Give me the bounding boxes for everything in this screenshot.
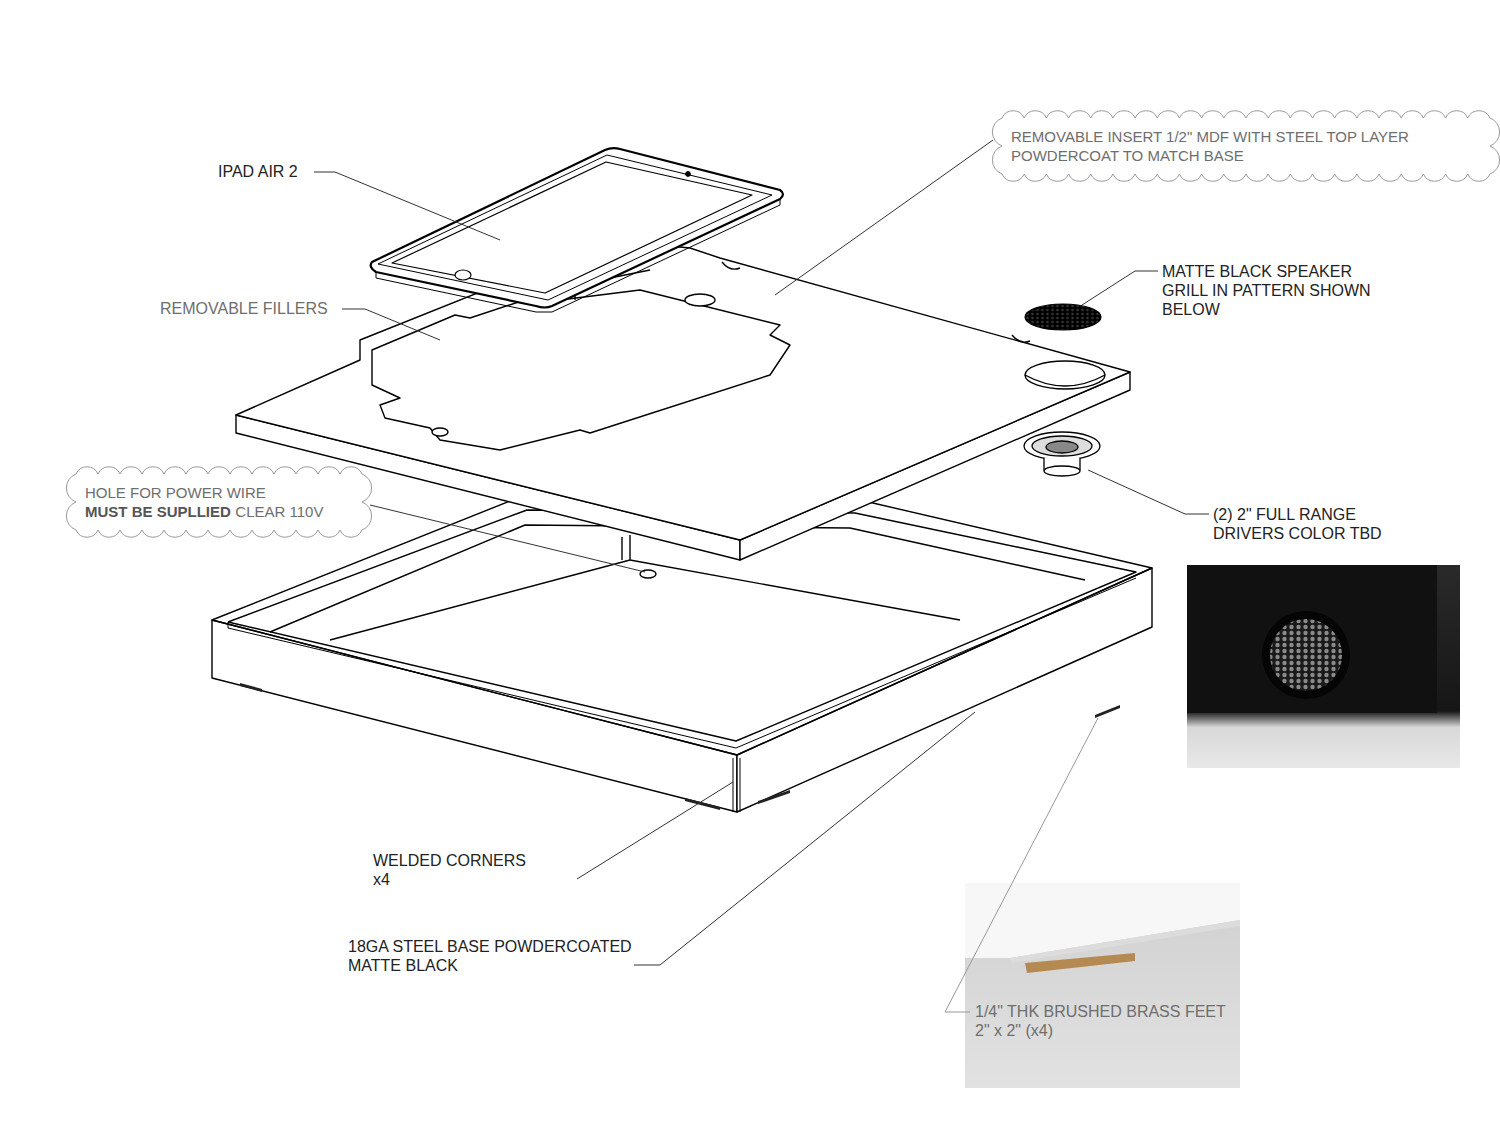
callout-text: CLEAR 110V [235,503,323,520]
callout-text-group: HOLE FOR POWER WIREMUST BE SUPLLIEDCLEAR… [73,471,365,533]
callout-text: MUST BE SUPLLIED [85,503,231,520]
callout-label: 18GA STEEL BASE POWDERCOATED MATTE BLACK [348,937,633,975]
callout-label: MATTE BLACK SPEAKER GRILL IN PATTERN SHO… [1162,262,1374,319]
callout-label: (2) 2" FULL RANGE DRIVERS COLOR TBD [1213,505,1398,543]
cloud-outline-path [992,111,1499,182]
callout-label: WELDED CORNERS x4 [373,851,533,889]
cloud-outline [996,112,1496,180]
callout-text: HOLE FOR POWER WIRE [85,483,353,502]
cloud-outline-path [66,467,371,537]
feet-photo [965,883,1240,1088]
callout-text-group: REMOVABLE INSERT 1/2" MDF WITH STEEL TOP… [999,115,1493,177]
leader-lines [314,140,1209,1012]
cloud-outline [70,468,368,536]
callout-label: 1/4" THK BRUSHED BRASS FEET 2" x 2" (x4) [975,1002,1237,1040]
callout-cloud: REMOVABLE INSERT 1/2" MDF WITH STEEL TOP… [996,112,1496,180]
callout-cloud: HOLE FOR POWER WIREMUST BE SUPLLIEDCLEAR… [70,468,368,536]
callout-label: REMOVABLE FILLERS [160,299,350,318]
speaker-photo [1187,565,1460,768]
ipad [371,148,783,312]
callout-label: IPAD AIR 2 [218,162,318,181]
brass-feet [240,683,1120,810]
speaker-grill [1025,304,1101,330]
speaker-driver [1024,432,1100,476]
callout-text: REMOVABLE INSERT 1/2" MDF WITH STEEL TOP… [1011,128,1409,164]
